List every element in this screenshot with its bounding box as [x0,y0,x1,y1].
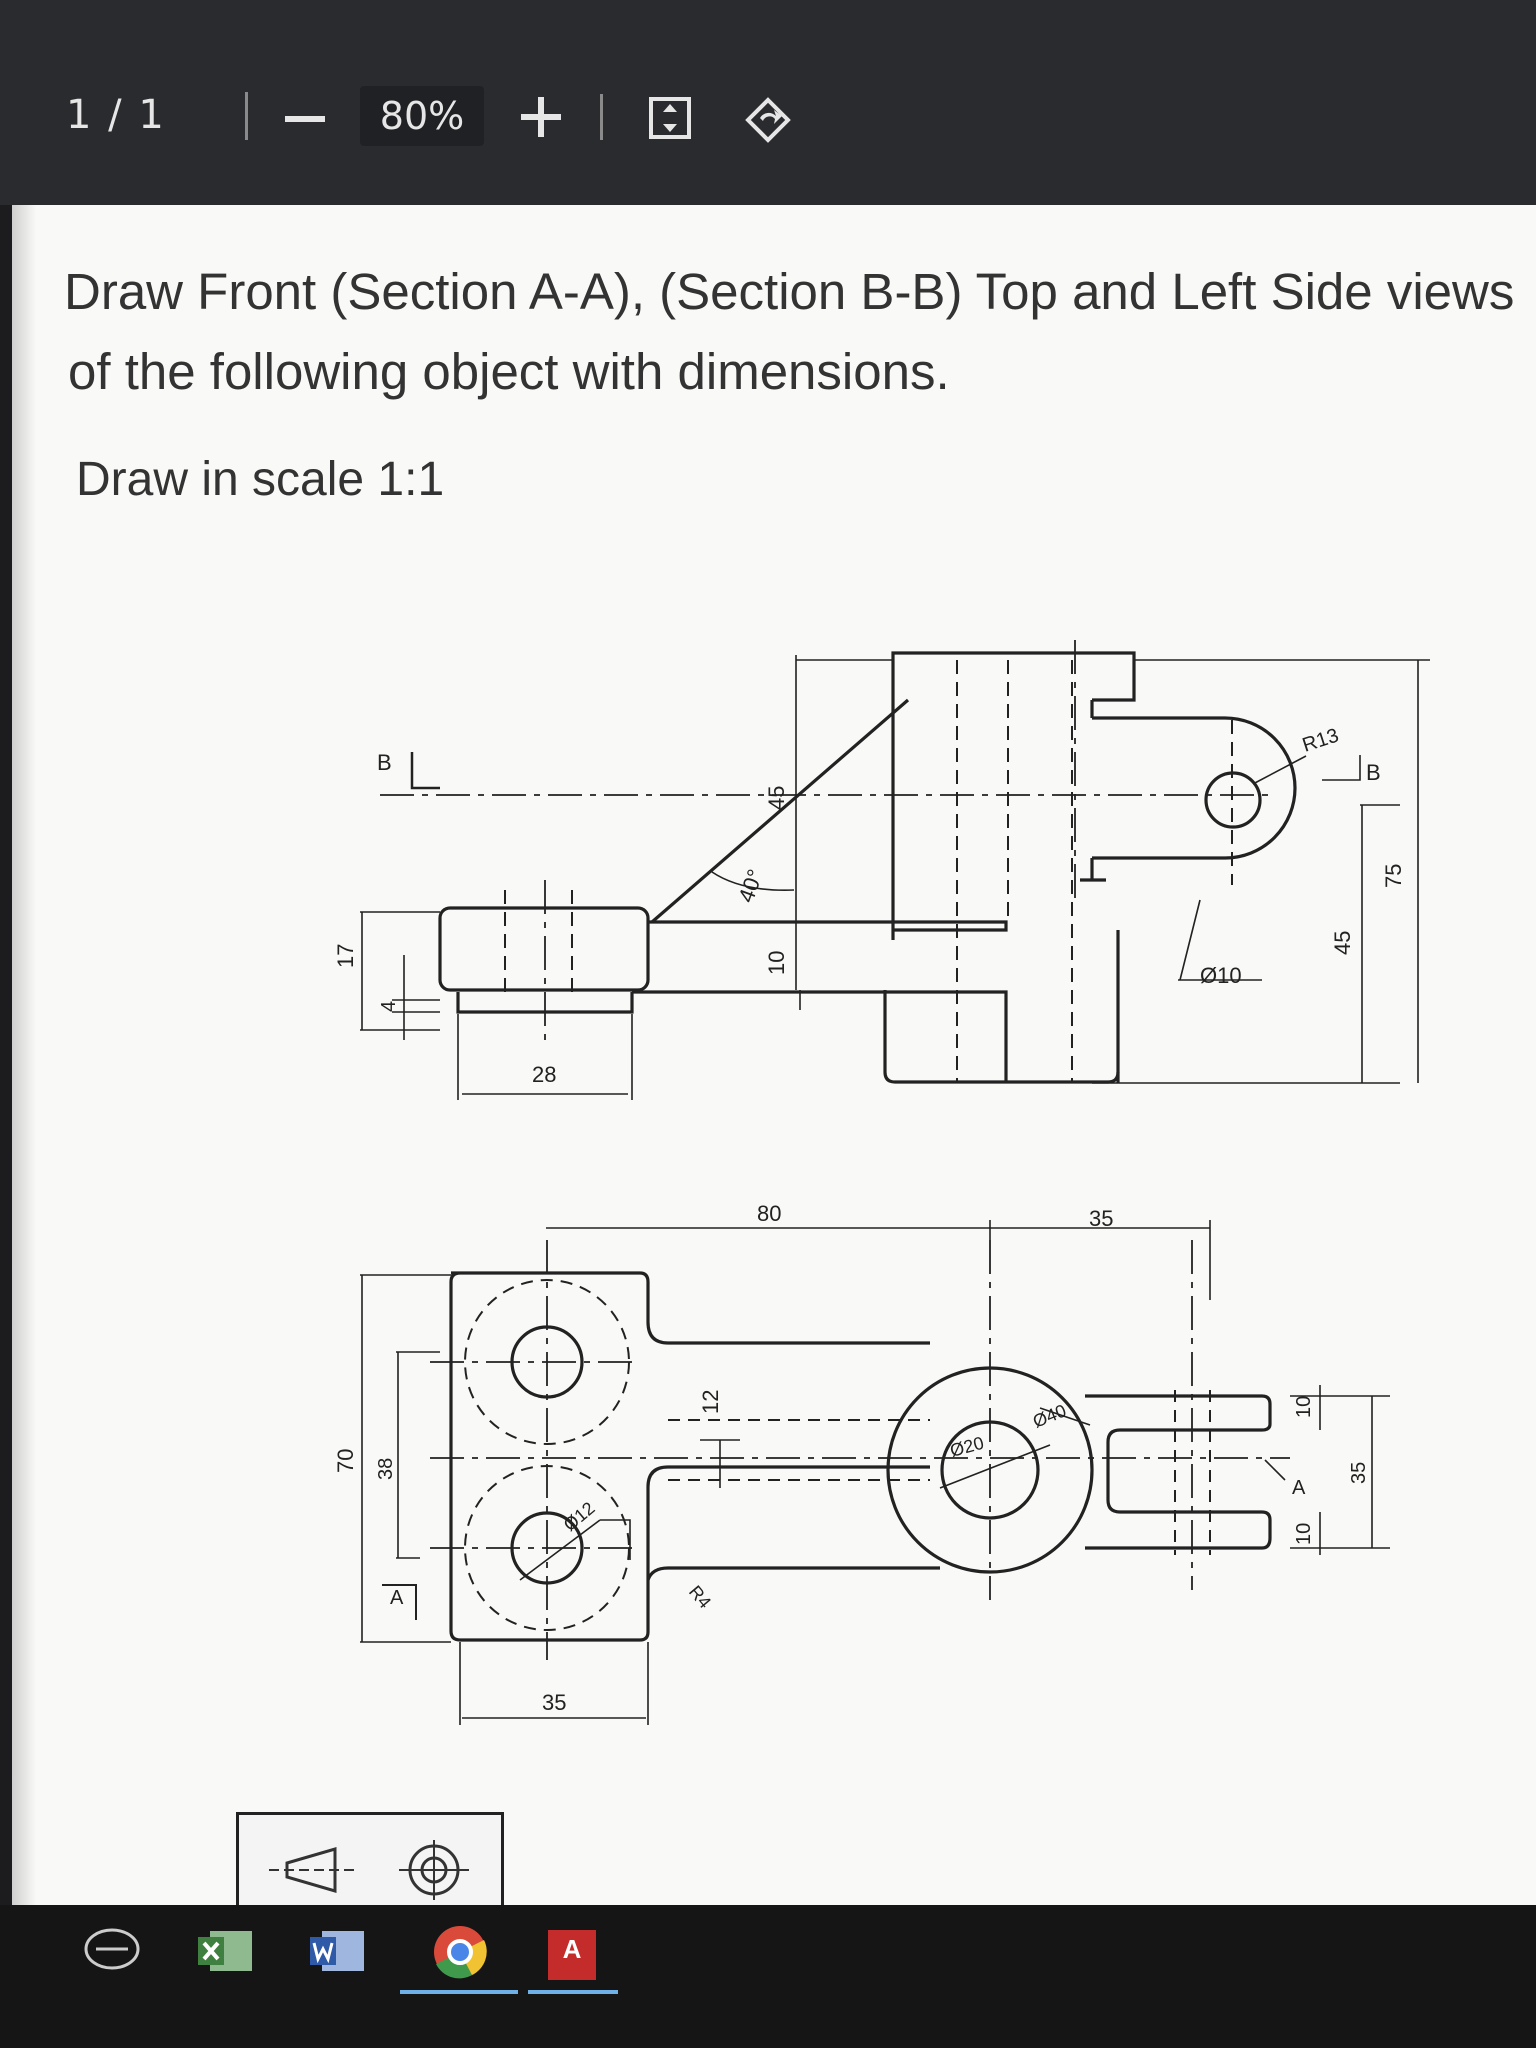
instruction-heading-line1: Draw Front (Section A-A), (Section B-B) … [64,263,1515,320]
dim-10-slot-top: 10 [1293,1396,1315,1418]
toolbar-divider [245,92,248,140]
chrome-icon[interactable] [432,1924,488,1980]
section-a-label-left: A [390,1587,404,1609]
projection-symbol-panel [236,1812,504,1913]
instruction-heading-line2: of the following object with dimensions. [68,343,950,400]
dim-28: 28 [532,1062,556,1087]
autocad-icon[interactable]: A [548,1930,596,1980]
front-view-center-lines [380,640,1270,1040]
excel-icon[interactable] [196,1929,254,1973]
dim-45-side: 45 [1330,931,1355,955]
chrome-active-indicator [400,1990,518,1994]
top-view-hidden-lines [464,1279,1211,1631]
document-page [12,205,1536,1905]
toolbar-divider [600,94,603,140]
section-a-label-right: A [1292,1477,1306,1499]
top-view-dimensions [360,1220,1390,1725]
zoom-level-box[interactable]: 80% [360,86,484,146]
section-b-label-left: B [377,750,392,775]
dell-icon[interactable] [82,1926,142,1972]
dim-35-bottom: 35 [542,1690,566,1715]
dim-17: 17 [333,944,358,968]
dim-r4: R4 [685,1582,715,1612]
zoom-level: 80% [379,94,465,138]
autocad-active-indicator [528,1990,618,1994]
fit-to-page-icon[interactable] [648,96,692,140]
scale-note: Draw in scale 1:1 [76,453,445,506]
dim-12: 12 [698,1390,723,1414]
dim-70: 70 [333,1449,358,1473]
word-icon[interactable] [308,1929,366,1973]
section-b-arrow-left [410,752,440,790]
dim-40deg: 40° [733,866,768,906]
dim-4: 4 [378,1001,400,1012]
top-view [449,1271,1272,1642]
page-indicator[interactable]: 1 / 1 [66,92,166,138]
front-view-dimensions [360,655,1430,1100]
section-b-label-right: B [1366,760,1381,785]
dim-35-top: 35 [1089,1206,1113,1231]
page-edge-shadow [12,205,36,1905]
dim-d40: Ø40 [1030,1400,1069,1431]
front-view [438,651,1297,1084]
dim-d10: Ø10 [1200,963,1242,988]
dim-75: 75 [1381,864,1406,888]
zoom-out-icon[interactable] [282,100,328,136]
section-a-arrow-left [382,1584,417,1620]
pdf-viewer-toolbar: 1 / 1 80% [0,0,1536,205]
dim-40deg-arc [711,871,795,891]
dim-35-side: 35 [1348,1462,1370,1484]
dim-38: 38 [375,1458,397,1480]
front-view-hidden-lines [504,660,1233,1082]
top-view-center-lines [430,1240,1290,1660]
dim-r13: R13 [1300,724,1342,756]
dim-10-slot-bottom: 10 [1293,1523,1315,1545]
dim-10-web: 10 [764,951,789,975]
autocad-label: A [562,1934,582,1964]
dim-80: 80 [757,1201,781,1226]
windows-taskbar [0,1905,1536,2048]
dim-45-vertical: 45 [764,786,789,810]
zoom-in-icon[interactable] [518,94,564,140]
dim-d12: Ø12 [560,1498,599,1535]
projection-symbol-icon [269,1840,469,1900]
rotate-icon[interactable] [740,94,796,146]
dim-r13-leader [1252,755,1307,785]
